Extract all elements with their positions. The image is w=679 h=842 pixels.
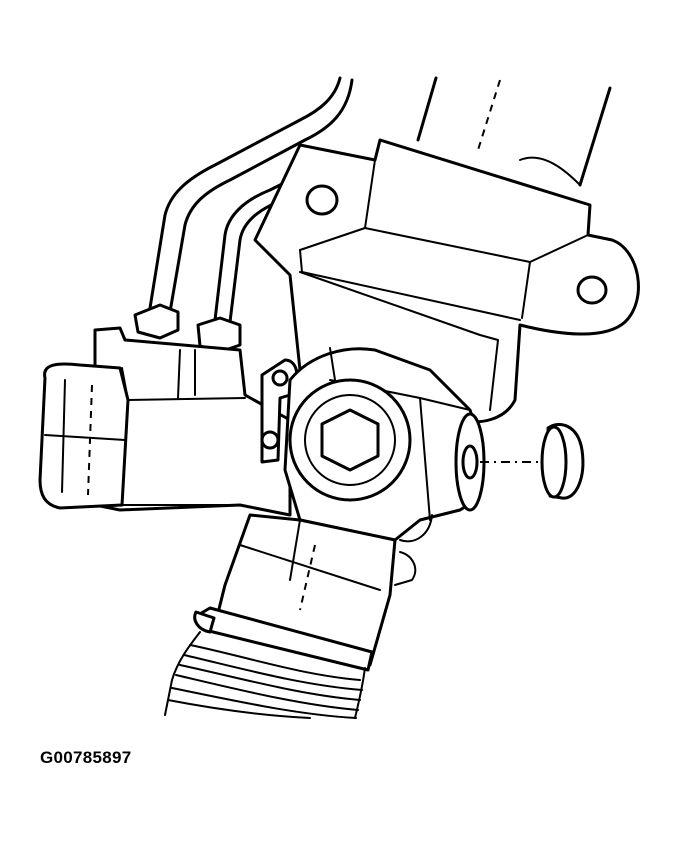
line-fittings <box>133 303 242 354</box>
frame-rail <box>416 76 612 187</box>
hydraulic-lines <box>148 76 354 324</box>
dust-cap <box>540 423 585 500</box>
hex-socket-icon <box>320 408 380 472</box>
adjuster-nut-icon <box>461 444 479 480</box>
bracket-hole-left <box>305 184 339 216</box>
gear-housing <box>38 326 292 517</box>
boot-clamp <box>193 606 374 672</box>
bracket-hole-right <box>576 275 608 305</box>
figure-id-label: G00785897 <box>40 748 132 767</box>
bellows-boot <box>164 631 366 719</box>
adjuster-plug <box>454 412 545 512</box>
valve-housing <box>283 347 484 543</box>
